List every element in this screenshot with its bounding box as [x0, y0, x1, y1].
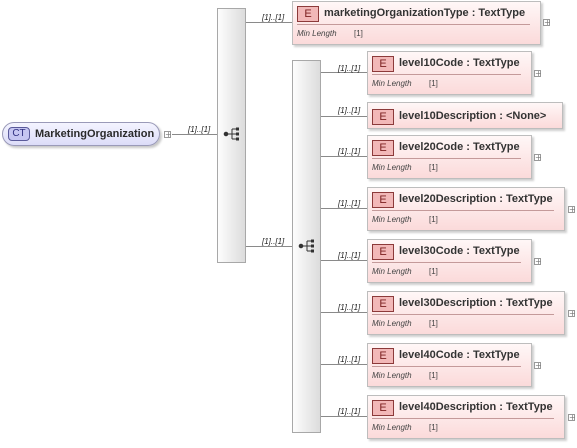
element-level30-description[interactable]: E level30Description : TextType Min Leng…: [367, 291, 565, 335]
facet-label: Min Length: [372, 371, 412, 380]
element-name: level30Code : TextType: [399, 245, 520, 257]
element-level40-code[interactable]: E level40Code : TextType Min Length [1]: [367, 343, 532, 387]
plus-icon[interactable]: +: [534, 361, 542, 370]
facet-value: [1]: [429, 423, 438, 432]
plus-icon[interactable]: +: [568, 309, 576, 318]
element-level10-code[interactable]: E level10Code : TextType Min Length [1]: [367, 51, 532, 95]
divider: [372, 314, 554, 315]
occurrence-label: [1]..[1]: [188, 125, 211, 134]
element-icon: E: [372, 109, 394, 125]
sequence-compositor-icon: [298, 239, 314, 253]
element-icon: E: [372, 296, 394, 312]
plus-icon[interactable]: +: [543, 18, 551, 27]
facet-label: Min Length: [372, 79, 412, 88]
plus-icon[interactable]: +: [534, 257, 542, 266]
occurrence-label: [1]..[1]: [338, 407, 361, 416]
element-level30-code[interactable]: E level30Code : TextType Min Length [1]: [367, 239, 532, 283]
divider: [372, 262, 521, 263]
occurrence-label: [1]..[1]: [338, 106, 361, 115]
plus-icon[interactable]: +: [534, 69, 542, 78]
plus-icon[interactable]: +: [568, 413, 576, 422]
complex-type-icon: CT: [8, 127, 30, 141]
element-icon: E: [372, 400, 394, 416]
facet-value: [1]: [429, 267, 438, 276]
occurrence-label: [1]..[1]: [338, 355, 361, 364]
facet-value: [1]: [354, 29, 363, 38]
facet-label: Min Length: [297, 29, 337, 38]
complex-type-name: MarketingOrganization: [35, 128, 155, 140]
element-name: marketingOrganizationType : TextType: [324, 7, 526, 19]
element-level20-code[interactable]: E level20Code : TextType Min Length [1]: [367, 135, 532, 179]
element-name: level40Code : TextType: [399, 349, 520, 361]
element-icon: E: [372, 192, 394, 208]
divider: [297, 24, 530, 25]
element-icon: E: [372, 244, 394, 260]
plus-icon[interactable]: +: [164, 130, 172, 139]
element-name: level10Code : TextType: [399, 57, 520, 69]
divider: [372, 210, 554, 211]
facet-value: [1]: [429, 319, 438, 328]
occurrence-label: [1]..[1]: [262, 237, 285, 246]
facet-value: [1]: [429, 163, 438, 172]
facet-value: [1]: [429, 371, 438, 380]
facet-value: [1]: [429, 79, 438, 88]
occurrence-label: [1]..[1]: [262, 13, 285, 22]
element-name: level10Description : <None>: [399, 110, 547, 122]
element-icon: E: [372, 56, 394, 72]
occurrence-label: [1]..[1]: [338, 147, 361, 156]
element-marketing-organization-type[interactable]: E marketingOrganizationType : TextType M…: [292, 1, 541, 45]
occurrence-label: [1]..[1]: [338, 303, 361, 312]
element-icon: E: [372, 348, 394, 364]
facet-label: Min Length: [372, 423, 412, 432]
element-name: level30Description : TextType: [399, 297, 553, 309]
element-name: level40Description : TextType: [399, 401, 553, 413]
divider: [372, 366, 521, 367]
element-level20-description[interactable]: E level20Description : TextType Min Leng…: [367, 187, 565, 231]
plus-icon[interactable]: +: [568, 205, 576, 214]
element-icon: E: [372, 140, 394, 156]
element-name: level20Description : TextType: [399, 193, 553, 205]
divider: [372, 74, 521, 75]
complex-type-marketing-organization[interactable]: CT MarketingOrganization: [2, 122, 160, 146]
element-icon: E: [297, 6, 319, 22]
facet-label: Min Length: [372, 163, 412, 172]
facet-label: Min Length: [372, 319, 412, 328]
occurrence-label: [1]..[1]: [338, 199, 361, 208]
divider: [372, 418, 554, 419]
occurrence-label: [1]..[1]: [338, 64, 361, 73]
element-level10-description[interactable]: E level10Description : <None>: [367, 102, 563, 129]
facet-label: Min Length: [372, 215, 412, 224]
element-name: level20Code : TextType: [399, 141, 520, 153]
element-level40-description[interactable]: E level40Description : TextType Min Leng…: [367, 395, 565, 439]
facet-label: Min Length: [372, 267, 412, 276]
occurrence-label: [1]..[1]: [338, 251, 361, 260]
plus-icon[interactable]: +: [534, 153, 542, 162]
divider: [372, 158, 521, 159]
sequence-compositor-icon: [223, 127, 239, 141]
facet-value: [1]: [429, 215, 438, 224]
